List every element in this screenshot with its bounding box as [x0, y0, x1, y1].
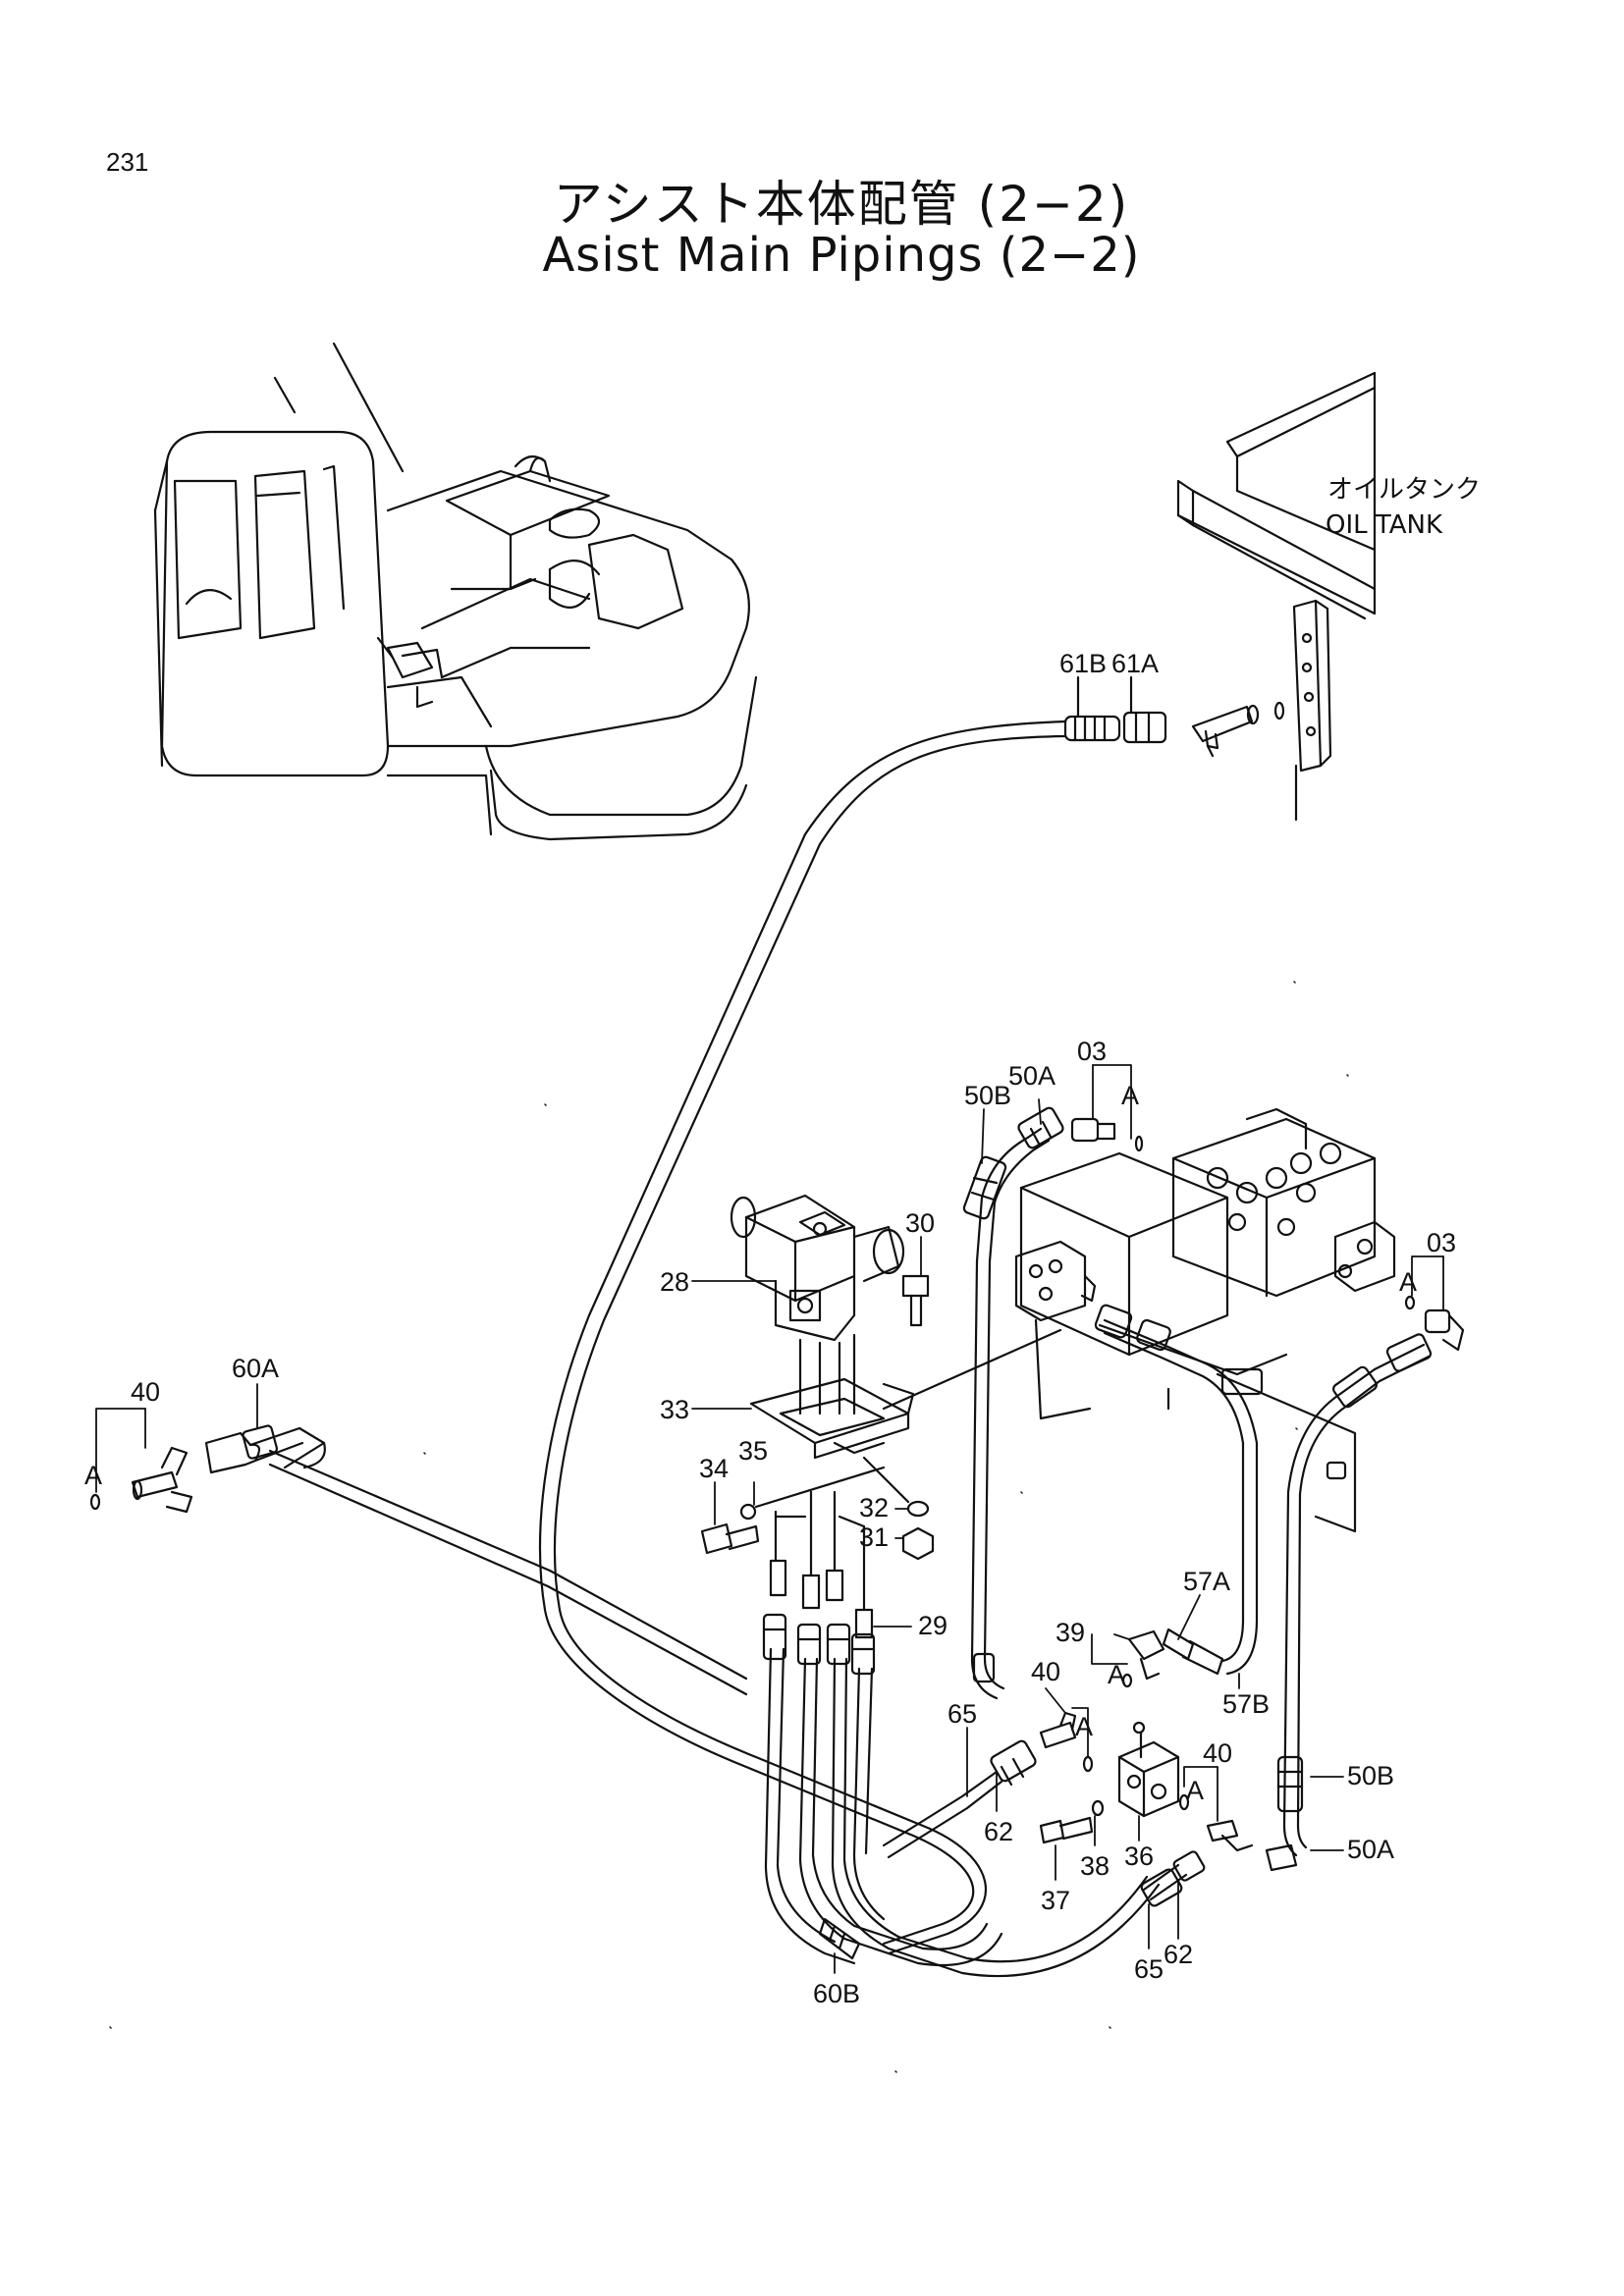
callout-60b: 60B: [813, 1979, 860, 2008]
print-specks: [109, 981, 1349, 2073]
bolt-37-washer-38: [1039, 1799, 1105, 1844]
fitting-03-right: [1404, 1295, 1465, 1352]
fitting-03-top: [1070, 1117, 1144, 1152]
callout-62-middle: 62: [984, 1817, 1013, 1846]
title-english: Asist Main Pipings (2−2): [542, 228, 1141, 283]
hose-50-left: [962, 1106, 1064, 1700]
callout-60a: 60A: [232, 1354, 279, 1383]
callout-40-left: 40: [131, 1377, 160, 1407]
oil-tank: [1176, 371, 1377, 822]
pipe-60a: [204, 1424, 748, 1696]
tee-fitting-tank: [1191, 701, 1285, 758]
callout-36: 36: [1124, 1842, 1154, 1871]
solenoid-valve-28: [730, 1194, 905, 1415]
callout-40-right: 40: [1203, 1738, 1232, 1768]
callout-a-right-lower: A: [1186, 1776, 1204, 1805]
bolt-34-washer-35: [700, 1466, 886, 1555]
control-valve-block: [1014, 1107, 1396, 1533]
callout-50a-top: 50A: [1008, 1061, 1056, 1091]
callout-30: 30: [905, 1208, 935, 1238]
oil-tank-label-jp: オイルタンク: [1327, 475, 1481, 505]
hose-61: [538, 711, 1167, 1955]
callout-57a: 57A: [1183, 1567, 1230, 1596]
callout-33: 33: [660, 1395, 689, 1424]
callout-03-right: 03: [1427, 1228, 1456, 1257]
elbow-39: [1121, 1629, 1165, 1688]
callout-31: 31: [859, 1522, 889, 1552]
callout-35: 35: [738, 1436, 768, 1466]
callout-34: 34: [699, 1454, 729, 1483]
callout-57b: 57B: [1222, 1689, 1270, 1719]
oil-tank-label-en: OIL TANK: [1326, 510, 1443, 540]
callout-62-lower: 62: [1164, 1940, 1193, 1969]
bracket-33: [749, 1328, 1062, 1460]
callout-37: 37: [1041, 1886, 1070, 1915]
callout-50b-top: 50B: [964, 1081, 1011, 1110]
pilot-hoses-60b: [762, 1613, 1161, 1978]
fittings-29: [769, 1490, 874, 1639]
callout-a-right: A: [1399, 1267, 1417, 1297]
bolt-30: [901, 1274, 930, 1327]
title-japanese: アシスト本体配管 (2−2): [553, 176, 1130, 233]
tee-40-right: [1178, 1793, 1254, 1852]
callout-labels: 61B 61A 03 A 50B 50A 30 28 03 A 40 60A A…: [84, 649, 1456, 2008]
callout-61a: 61A: [1111, 649, 1159, 678]
callout-38: 38: [1080, 1851, 1110, 1881]
callout-29: 29: [918, 1611, 947, 1640]
hose-57: [1094, 1304, 1259, 1676]
callout-leaders: [95, 1064, 1444, 1974]
hose-65-62-middle: [882, 1739, 1037, 1859]
hose-50-right: [1265, 1333, 1433, 1872]
callout-65-lower: 65: [1134, 1954, 1164, 1984]
callout-50b-right: 50B: [1347, 1761, 1394, 1790]
callout-65-middle: 65: [947, 1699, 977, 1729]
callout-a-left: A: [84, 1461, 102, 1490]
callout-a-top: A: [1121, 1081, 1139, 1110]
valve-block-36: [1117, 1721, 1180, 1818]
excavator-illustration: [153, 342, 758, 841]
callout-40-middle: 40: [1031, 1657, 1060, 1686]
callout-28: 28: [660, 1267, 689, 1297]
callout-39: 39: [1056, 1618, 1085, 1647]
callout-03-top: 03: [1077, 1037, 1107, 1066]
tee-fitting-40-left: [89, 1446, 193, 1514]
hose-65-62-lower: [1140, 1850, 1206, 1907]
callout-61b: 61B: [1059, 649, 1107, 678]
callout-a-39: A: [1108, 1660, 1125, 1689]
callout-50a-right: 50A: [1347, 1835, 1394, 1864]
callout-a-middle: A: [1075, 1712, 1093, 1741]
page-number: 231: [106, 147, 149, 177]
callout-32: 32: [859, 1493, 889, 1522]
